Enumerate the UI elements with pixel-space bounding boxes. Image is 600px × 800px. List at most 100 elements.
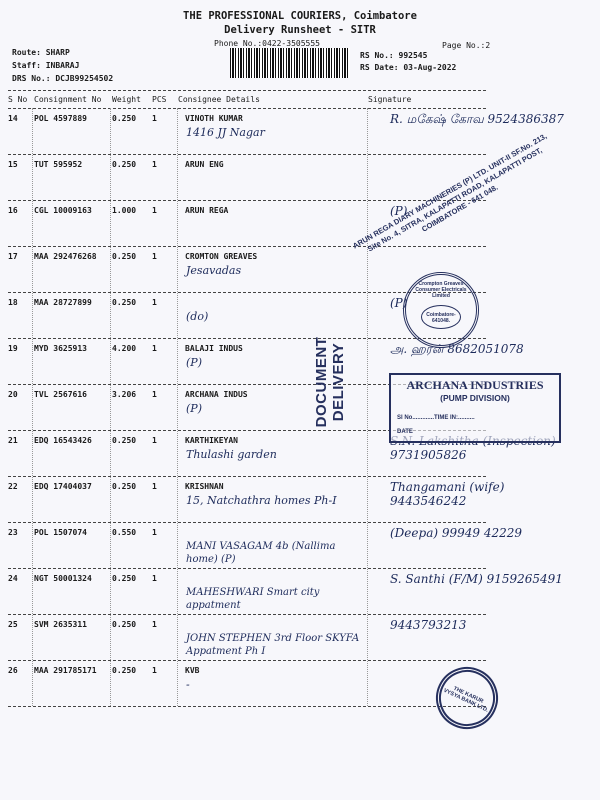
row-pcs: 1 [152,298,157,307]
row-handwritten-note: Thulashi garden [186,448,277,461]
row-divider [8,292,486,293]
phone: Phone No.:0422-3505555 [214,39,320,48]
col-sno: S No [8,95,28,104]
row-handwritten-note: Jesavadas [186,264,242,277]
barcode [230,48,350,78]
row-sno: 24 [8,574,18,583]
row-consignment-no: TVL 2567616 [34,390,87,399]
row-pcs: 1 [152,666,157,675]
crompton-name: Crompton Greaves Consumer Electricals Li… [415,281,467,299]
row-weight: 0.250 [112,436,137,445]
row-consignment-no: TUT 595952 [34,160,83,169]
row-pcs: 1 [152,114,157,123]
row-sno: 23 [8,528,18,537]
row-consignee: VINOTH KUMAR [185,114,243,123]
column-divider [367,108,368,706]
row-pcs: 1 [152,390,157,399]
row-pcs: 1 [152,160,157,169]
row-sno: 21 [8,436,18,445]
row-consignee: ARCHANA INDUS [185,390,248,399]
row-divider [8,154,486,155]
route: Route: SHARP [12,48,70,57]
crompton-city: Coimbatore-641048. [421,305,461,329]
staff: Staff: INBARAJ [12,61,80,70]
row-consignee: KVB [185,666,200,675]
column-divider [177,108,178,706]
row-sno: 26 [8,666,18,675]
row-sno: 19 [8,344,18,353]
document-delivery-stamp: DOCUMENT DELIVERY [313,336,347,428]
row-handwritten-note: (do) [186,310,209,323]
row-sno: 25 [8,620,18,629]
row-weight: 4.200 [112,344,137,353]
row-divider [8,338,486,339]
row-sno: 17 [8,252,18,261]
row-sno: 18 [8,298,18,307]
row-divider [8,660,486,661]
row-pcs: 1 [152,574,157,583]
col-pcs: PCS [152,95,167,104]
row-handwritten-note: 15, Natchathra homes Ph-I [186,494,337,507]
col-weight: Weight [112,95,141,104]
row-consignment-no: CGL 10009163 [34,206,92,215]
row-weight: 0.250 [112,298,137,307]
col-consignment: Consignment No [34,95,102,104]
row-consignment-no: NGT 50001324 [34,574,92,583]
row-pcs: 1 [152,528,157,537]
rs-date: RS Date: 03-Aug-2022 [360,63,457,72]
row-weight: 0.250 [112,482,137,491]
row-divider [8,614,486,615]
row-signature: (P) [390,204,408,218]
row-handwritten-note: JOHN STEPHEN 3rd Floor SKYFA Appatment P… [186,633,360,657]
row-pcs: 1 [152,436,157,445]
row-consignee: ARUN REGA [185,206,229,215]
archana-subtitle: (PUMP DIVISION) [440,393,510,403]
column-divider [32,108,33,706]
row-weight: 0.250 [112,620,137,629]
row-divider [8,384,486,385]
row-pcs: 1 [152,206,157,215]
row-divider [8,430,486,431]
row-consignee: BALAJI INDUS [185,344,243,353]
row-consignment-no: SVM 2635311 [34,620,87,629]
divider [8,108,486,109]
row-signature: S. Santhi (F/M) 9159265491 [390,572,563,586]
column-divider [110,108,111,706]
row-consignment-no: EDQ 17404037 [34,482,92,491]
row-divider [8,706,486,707]
row-divider [8,522,486,523]
row-weight: 0.250 [112,114,137,123]
row-divider [8,476,486,477]
row-signature: R. மகேஷ் கோவ 9524386387 [390,112,564,126]
row-sno: 22 [8,482,18,491]
row-sno: 15 [8,160,18,169]
row-weight: 3.206 [112,390,137,399]
sheet-title: Delivery Runsheet - SITR [224,24,376,36]
company-title: THE PROFESSIONAL COURIERS, Coimbatore [183,10,417,22]
page-number: Page No.:2 [442,41,491,50]
row-handwritten-note: MAHESHWARI Smart city appatment [186,587,320,611]
col-consignee: Consignee Details [178,95,260,104]
row-consignee: KARTHIKEYAN [185,436,238,445]
rs-number: RS No.: 992545 [360,51,428,60]
row-divider [8,200,486,201]
row-pcs: 1 [152,482,157,491]
row-consignment-no: EDQ 16543426 [34,436,92,445]
row-consignee: KRISHNAN [185,482,224,491]
row-weight: 0.550 [112,528,137,537]
row-handwritten-note: - [186,678,190,691]
row-consignee: ARUN ENG [185,160,224,169]
row-consignment-no: POL 1507074 [34,528,87,537]
row-signature: Thangamani (wife) 9443546242 [390,480,505,508]
row-signature: அ. ஹரன் 8682051078 [390,342,524,356]
row-weight: 0.250 [112,574,137,583]
row-handwritten-note: (P) [186,402,202,415]
row-consignment-no: MAA 292476268 [34,252,97,261]
row-sno: 20 [8,390,18,399]
archana-title: ARCHANA INDUSTRIES [406,378,544,392]
row-pcs: 1 [152,344,157,353]
row-weight: 0.250 [112,252,137,261]
archana-date: DATE [397,429,413,435]
row-divider [8,568,486,569]
row-consignee: CROMTON GREAVES [185,252,258,261]
